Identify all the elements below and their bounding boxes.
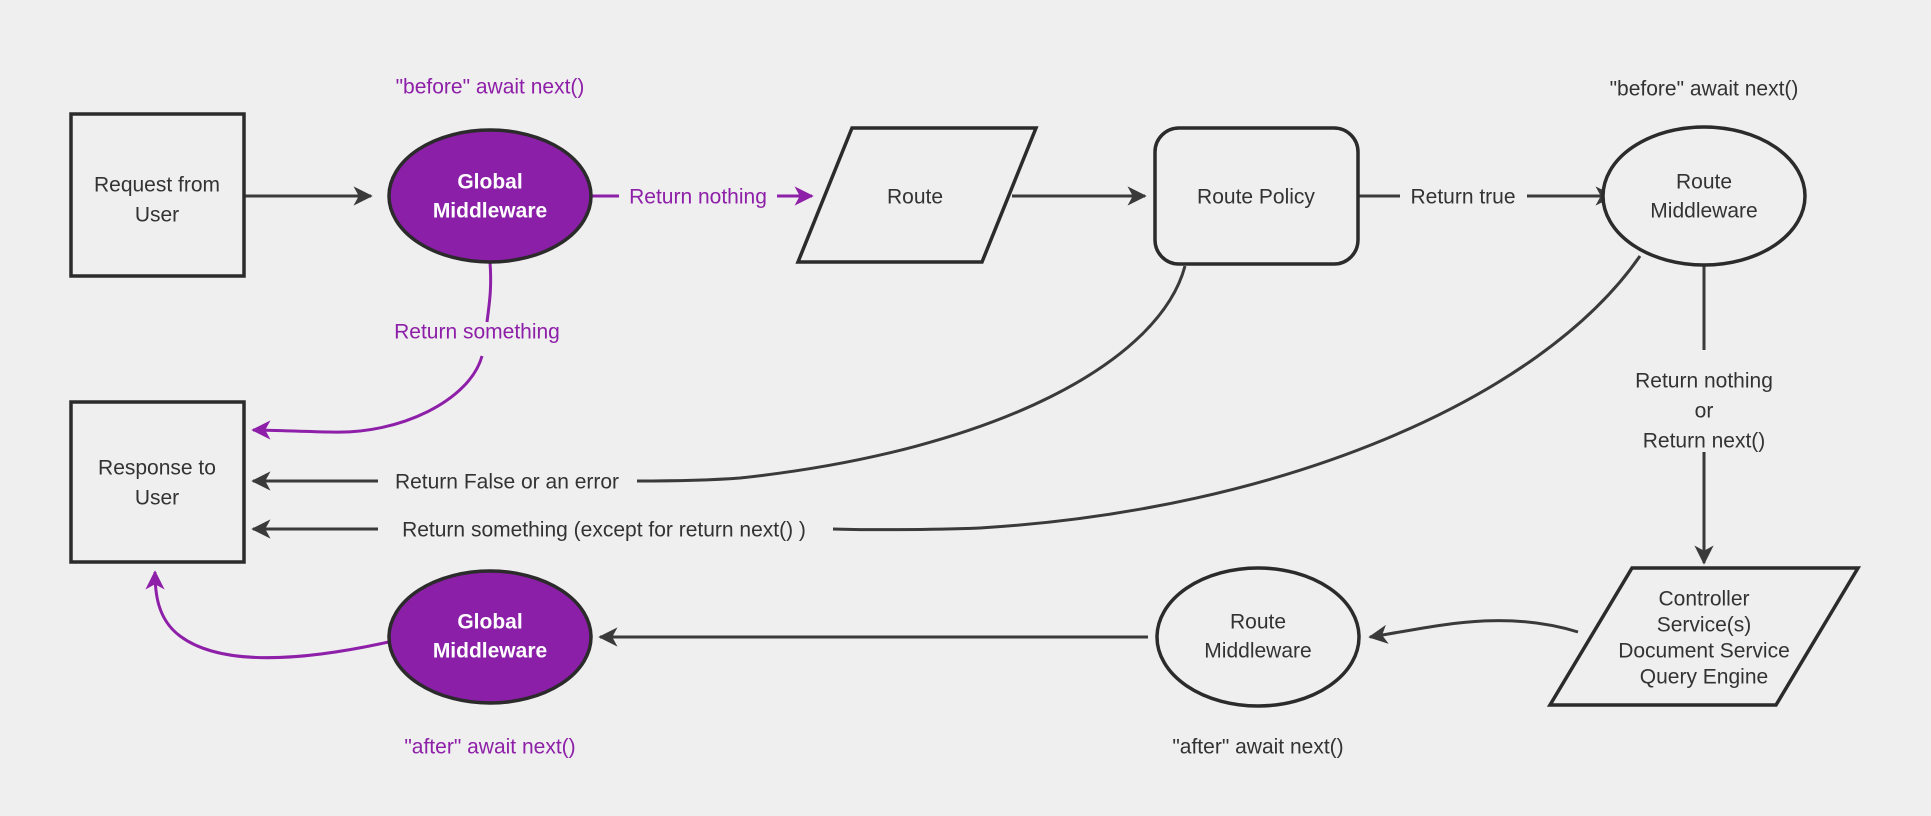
edge-route-policy-to-response: Return False or an error <box>251 265 1187 494</box>
node-route-middleware-bottom[interactable]: Route Middleware <box>1155 566 1361 708</box>
edge-global-middleware-to-route: Return nothing <box>589 186 814 209</box>
edge-route-policy-to-route-middleware: Return true <box>1359 186 1615 209</box>
edge-controller-to-route-middleware-bottom <box>1368 619 1579 644</box>
node-route-policy[interactable]: Route Policy <box>1153 126 1360 266</box>
node-controller-label-line1: Controller <box>1658 588 1749 611</box>
node-global-middleware-bottom-label-line2: Middleware <box>433 640 547 663</box>
node-controller-label-line2: Service(s) <box>1657 614 1752 637</box>
node-global-middleware-top-label-line1: Global <box>457 171 522 194</box>
annotation-after-await-next-global: "after" await next() <box>404 736 575 759</box>
node-request-from-user[interactable]: Request from User <box>69 112 246 278</box>
node-response-to-user-label-line1: Response to <box>98 457 216 480</box>
node-route-middleware-top-label-line1: Route <box>1676 171 1732 194</box>
node-global-middleware-top-label-line2: Middleware <box>433 200 547 223</box>
node-route-middleware-top[interactable]: Route Middleware <box>1601 125 1807 267</box>
edge-global-middleware-bottom-to-response <box>145 570 394 660</box>
node-global-middleware-top[interactable]: Global Middleware <box>387 128 593 264</box>
edge-label-return-nothing: Return nothing <box>629 186 767 209</box>
edge-label-return-true: Return true <box>1410 186 1515 209</box>
node-request-from-user-label-line1: Request from <box>94 174 220 197</box>
node-route-middleware-bottom-label-line2: Middleware <box>1204 640 1311 663</box>
edge-label-return-nothing-or-line1: Return nothing <box>1635 370 1773 393</box>
edge-route-middleware-to-controller: Return nothing or Return next() <box>1635 265 1773 565</box>
node-route-label: Route <box>887 186 943 209</box>
annotation-before-await-next-route: "before" await next() <box>1610 78 1799 101</box>
annotation-before-await-next-global: "before" await next() <box>396 76 585 99</box>
node-controller-label-line4: Query Engine <box>1640 666 1768 689</box>
edge-label-return-something: Return something <box>394 321 560 344</box>
node-controller-label-line3: Document Service <box>1618 640 1790 663</box>
node-route-middleware-top-label-line2: Middleware <box>1650 200 1757 223</box>
node-response-to-user-label-line2: User <box>135 487 179 510</box>
node-route-middleware-bottom-label-line1: Route <box>1230 611 1286 634</box>
edge-label-return-something-except: Return something (except for return next… <box>402 519 806 542</box>
annotation-after-await-next-route: "after" await next() <box>1172 736 1343 759</box>
node-controller-services[interactable]: Controller Service(s) Document Service Q… <box>1546 566 1862 707</box>
edge-label-return-false-or-error: Return False or an error <box>395 471 619 494</box>
node-route[interactable]: Route <box>795 126 1039 264</box>
edge-route-middleware-to-response: Return something (except for return next… <box>251 255 1642 542</box>
edge-global-middleware-to-response-return-something: Return something <box>251 261 560 440</box>
node-response-to-user[interactable]: Response to User <box>69 400 246 564</box>
edge-label-return-nothing-or-line3: Return next() <box>1643 430 1766 453</box>
node-route-policy-label: Route Policy <box>1197 186 1315 209</box>
node-request-from-user-label-line2: User <box>135 204 179 227</box>
node-global-middleware-bottom[interactable]: Global Middleware <box>387 569 593 705</box>
node-global-middleware-bottom-label-line1: Global <box>457 611 522 634</box>
edge-label-return-nothing-or-line2: or <box>1695 400 1714 423</box>
